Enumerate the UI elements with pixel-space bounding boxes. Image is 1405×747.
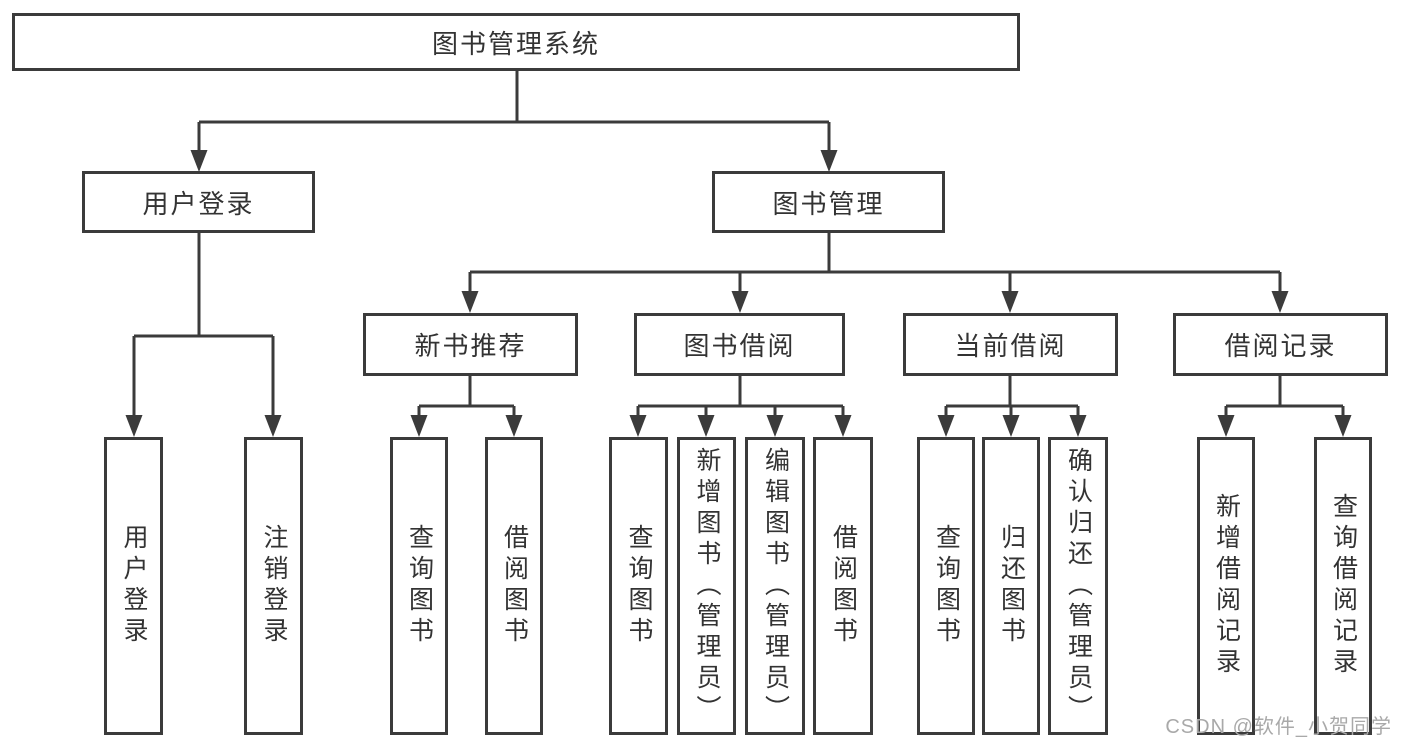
node-borrow-records: 借阅记录 [1173, 313, 1388, 376]
node-root-system: 图书管理系统 [12, 13, 1020, 71]
leaf-label: 用户登录 [120, 524, 148, 648]
leaf-label: 查询借阅记录 [1329, 493, 1358, 679]
leaf-borrow-books-recommend: 借阅图书 [485, 437, 543, 735]
leaf-label: 借阅图书 [500, 524, 529, 648]
leaf-label: 查询图书 [932, 524, 961, 648]
arrow-down-icon [1001, 291, 1019, 313]
leaf-query-books-current: 查询图书 [917, 437, 975, 735]
leaf-add-books-admin: 新增图书（管理员） [677, 437, 736, 735]
leaf-label: 确认归还（管理员） [1064, 446, 1093, 726]
arrow-down-icon [190, 150, 208, 172]
arrow-down-icon [264, 415, 282, 437]
leaf-confirm-return-admin: 确认归还（管理员） [1048, 437, 1108, 735]
node-book-management-module: 图书管理 [712, 171, 945, 233]
arrow-down-icon [629, 415, 647, 437]
arrowheads [125, 150, 1352, 437]
leaf-logout: 注销登录 [244, 437, 303, 735]
arrow-down-icon [410, 415, 428, 437]
arrow-down-icon [461, 291, 479, 313]
arrow-down-icon [125, 415, 143, 437]
watermark: CSDN @软件_小贺同学 [1165, 716, 1392, 738]
leaf-label: 借阅图书 [829, 524, 858, 648]
leaf-edit-books-admin: 编辑图书（管理员） [745, 437, 805, 735]
node-new-book-recommend: 新书推荐 [363, 313, 578, 376]
leaf-label: 查询图书 [405, 524, 434, 648]
tree-edges [132, 71, 1345, 418]
leaf-return-books: 归还图书 [982, 437, 1040, 735]
arrow-down-icon [697, 415, 715, 437]
leaf-query-books-borrow: 查询图书 [609, 437, 668, 735]
arrow-down-icon [766, 415, 784, 437]
leaf-label: 注销登录 [260, 524, 288, 648]
leaf-label: 新增图书（管理员） [693, 446, 721, 726]
arrow-down-icon [1069, 415, 1087, 437]
node-book-borrow: 图书借阅 [634, 313, 845, 376]
node-user-login-module: 用户登录 [82, 171, 315, 233]
leaf-label: 归还图书 [997, 524, 1026, 648]
node-current-borrow: 当前借阅 [903, 313, 1118, 376]
arrow-down-icon [1271, 291, 1289, 313]
arrow-down-icon [834, 415, 852, 437]
leaf-label: 编辑图书（管理员） [761, 446, 790, 726]
leaf-query-borrow-record: 查询借阅记录 [1314, 437, 1372, 735]
arrow-down-icon [937, 415, 955, 437]
arrow-down-icon [505, 415, 523, 437]
leaf-user-login: 用户登录 [104, 437, 163, 735]
arrow-down-icon [1002, 415, 1020, 437]
leaf-label: 新增借阅记录 [1212, 493, 1241, 679]
arrow-down-icon [1217, 415, 1235, 437]
leaf-label: 查询图书 [625, 524, 653, 648]
leaf-add-borrow-record: 新增借阅记录 [1197, 437, 1255, 735]
leaf-query-books-recommend: 查询图书 [390, 437, 448, 735]
arrow-down-icon [731, 291, 749, 313]
arrow-down-icon [820, 150, 838, 172]
leaf-borrow-books: 借阅图书 [813, 437, 873, 735]
arrow-down-icon [1334, 415, 1352, 437]
